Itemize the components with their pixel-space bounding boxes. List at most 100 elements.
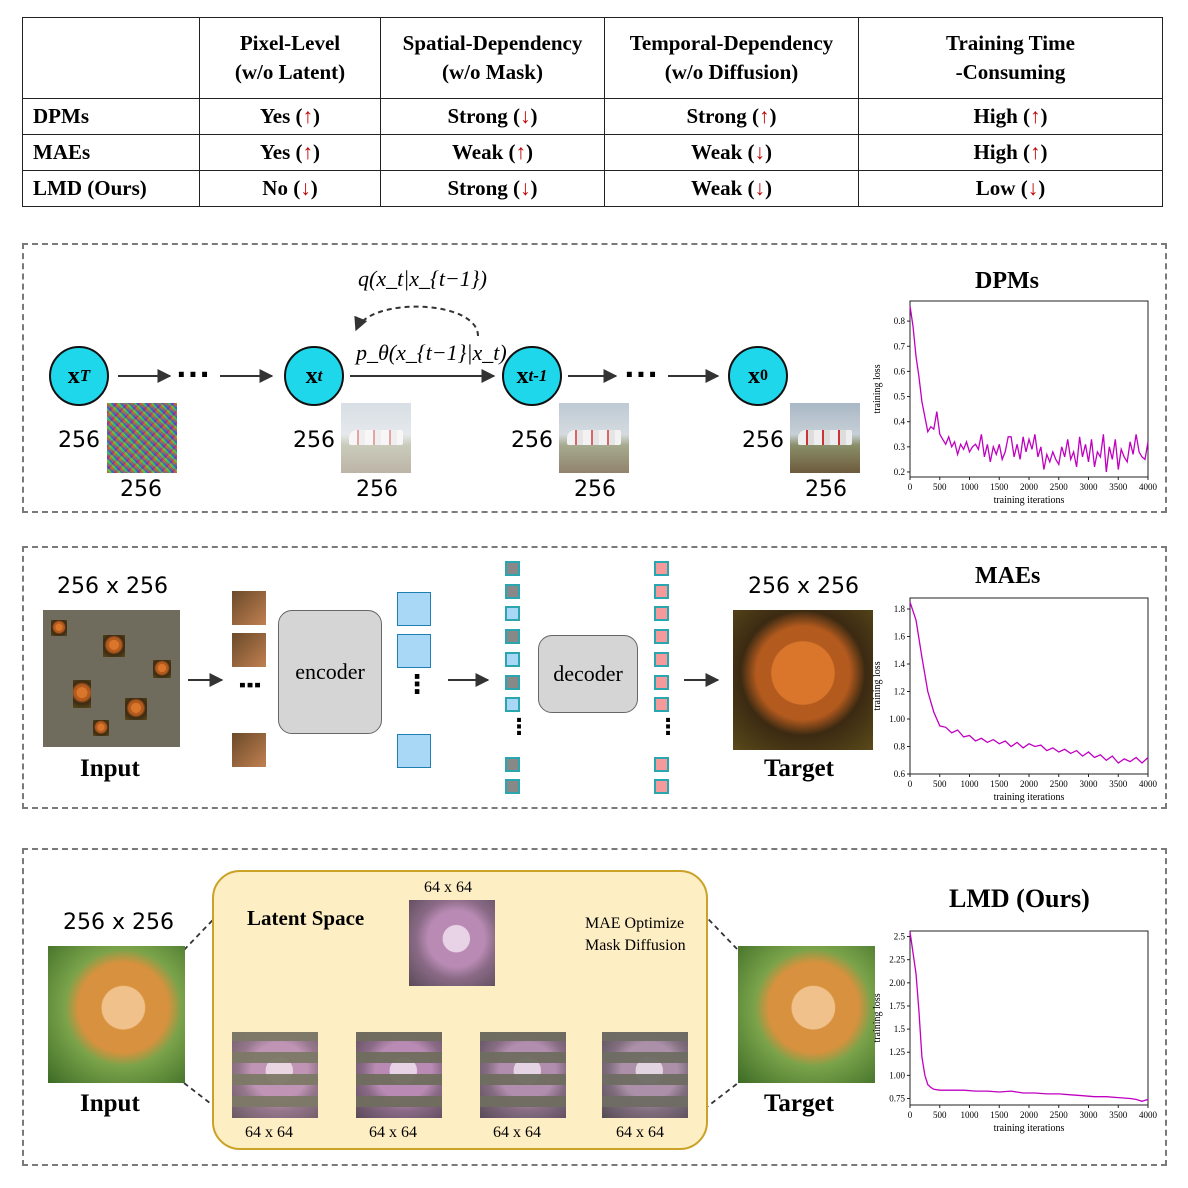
x-axis-label: training iterations xyxy=(994,792,1065,803)
x-axis-label: training iterations xyxy=(994,1123,1065,1134)
x-tick-label: 3000 xyxy=(1080,482,1099,492)
x-tick-label: 2000 xyxy=(1020,1110,1039,1120)
loss-line xyxy=(909,305,1149,473)
x-tick-label: 2000 xyxy=(1020,779,1039,789)
x-tick-label: 500 xyxy=(933,1110,947,1120)
x-tick-label: 0 xyxy=(908,779,913,789)
corgi-input-image xyxy=(48,946,185,1083)
stage-size-label: 64 x 64 xyxy=(369,1124,417,1141)
table-cell: High (↑) xyxy=(858,98,1163,136)
comparison-table: Pixel-Level(w/o Latent) Spatial-Dependen… xyxy=(22,16,1163,207)
visible-patch xyxy=(103,635,125,657)
y-tick-label: 0.3 xyxy=(894,442,906,452)
encoded-token xyxy=(505,697,520,712)
stage-size-label: 64 x 64 xyxy=(493,1124,541,1141)
masked-latent-stage-1 xyxy=(232,1032,318,1118)
x-tick-label: 500 xyxy=(933,482,947,492)
x-tick-label: 0 xyxy=(908,482,913,492)
table-cell: Yes (↑) xyxy=(199,134,381,172)
plot-frame xyxy=(909,597,1149,775)
table-cell: No (↓) xyxy=(199,170,381,207)
vertical-ellipsis: ⋮ xyxy=(234,672,264,699)
x-tick-label: 3500 xyxy=(1109,779,1128,789)
loss-line xyxy=(909,601,1149,764)
y-tick-label: 1.2 xyxy=(894,687,905,697)
size-label: 256 xyxy=(293,428,335,453)
x-tick-label: 1500 xyxy=(990,779,1009,789)
y-tick-label: 0.7 xyxy=(894,341,906,351)
y-tick-label: 1.75 xyxy=(889,1001,905,1011)
x-tick-label: 1000 xyxy=(961,779,980,789)
size-label: 256 xyxy=(120,477,162,502)
x-tick-label: 3500 xyxy=(1109,1110,1128,1120)
forward-process-label: q(x_t|x_{t−1}) xyxy=(358,266,487,291)
x-tick-label: 1000 xyxy=(961,1110,980,1120)
visible-patch xyxy=(232,591,266,625)
x-tick-label: 3000 xyxy=(1080,779,1099,789)
row-name: LMD (Ours) xyxy=(22,170,200,207)
visible-patch xyxy=(93,720,109,736)
ellipsis: ··· xyxy=(624,358,659,391)
x-tick-label: 0 xyxy=(908,1110,913,1120)
latent-token xyxy=(397,734,431,768)
target-size-label: 256 x 256 xyxy=(748,574,859,599)
encoded-token xyxy=(505,606,520,621)
y-tick-label: 1.00 xyxy=(889,714,905,724)
masked-latent-stage-3 xyxy=(480,1032,566,1118)
x-tick-label: 2500 xyxy=(1050,1110,1069,1120)
table-cell: Yes (↑) xyxy=(199,98,381,136)
x-tick-label: 1500 xyxy=(990,482,1009,492)
latent-token xyxy=(397,592,431,626)
decoder-block: decoder xyxy=(538,635,638,713)
visible-patch xyxy=(153,660,171,678)
plot-frame xyxy=(909,930,1149,1106)
y-tick-label: 2.25 xyxy=(889,955,905,965)
encoder-block: encoder xyxy=(278,610,382,734)
loss-line xyxy=(909,931,1149,1102)
x-tick-label: 2500 xyxy=(1050,779,1069,789)
table-cell: Strong (↓) xyxy=(380,170,605,207)
size-label: 256 xyxy=(58,428,100,453)
encoded-token xyxy=(505,652,520,667)
output-token xyxy=(654,697,669,712)
target-label: Target xyxy=(764,1090,834,1117)
table-cell: Strong (↓) xyxy=(380,98,605,136)
vertical-ellipsis: ⋮ xyxy=(404,670,431,700)
visible-patch xyxy=(51,620,67,636)
mask-token xyxy=(505,561,520,576)
y-axis-label: training loss xyxy=(872,993,883,1042)
fox-target-image xyxy=(733,610,873,750)
noisy-train-image xyxy=(341,403,411,473)
output-token xyxy=(654,652,669,667)
visible-patch xyxy=(73,680,91,708)
dpms-title: DPMs xyxy=(975,268,1039,294)
vertical-ellipsis: ⋮ xyxy=(657,715,680,740)
output-token xyxy=(654,629,669,644)
output-token xyxy=(654,561,669,576)
x-tick-label: 1500 xyxy=(990,1110,1009,1120)
y-tick-label: 2.5 xyxy=(894,932,906,942)
output-token xyxy=(654,757,669,772)
visible-patch xyxy=(232,633,266,667)
x-tick-label: 3500 xyxy=(1109,482,1128,492)
latent-token xyxy=(397,634,431,668)
visible-patch xyxy=(125,698,147,720)
y-tick-label: 1.4 xyxy=(894,659,906,669)
latent-size-label: 64 x 64 xyxy=(424,879,472,896)
table-row: LMD (Ours) No (↓) Strong (↓) Weak (↓) Lo… xyxy=(22,170,1163,207)
y-tick-label: 1.5 xyxy=(894,1024,906,1034)
row-name: MAEs xyxy=(22,134,200,172)
y-tick-label: 1.8 xyxy=(894,604,906,614)
table-cell: Strong (↑) xyxy=(604,98,859,136)
size-label: 256 xyxy=(356,477,398,502)
mask-token xyxy=(505,757,520,772)
y-axis-label: training loss xyxy=(872,364,883,413)
mask-token xyxy=(505,779,520,794)
x-tick-label: 4000 xyxy=(1139,1110,1158,1120)
y-tick-label: 0.8 xyxy=(894,742,906,752)
